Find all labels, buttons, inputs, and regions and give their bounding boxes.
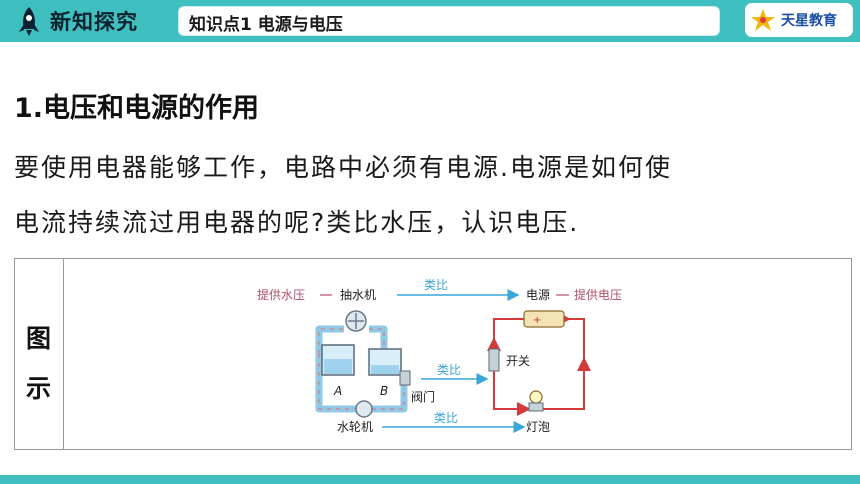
header-bar: 新知探究 知识点1 电源与电压 天星教育	[0, 0, 860, 42]
topic-tag-label: 知识点1 电源与电压	[189, 15, 343, 35]
footer-bar	[0, 475, 860, 484]
valve	[399, 370, 411, 386]
label-analogy-top: 类比	[424, 278, 448, 292]
lamp	[529, 390, 543, 404]
topic-tag: 知识点1 电源与电压	[178, 6, 720, 36]
label-analogy-middle: 类比	[437, 363, 461, 377]
table-label-cell: 图 示	[15, 259, 64, 449]
section-heading: 1.电压和电源的作用	[14, 93, 260, 124]
table-label-char-2: 示	[26, 374, 52, 403]
battery	[523, 310, 565, 328]
label-a: A	[333, 384, 342, 398]
label-water-wheel: 水轮机	[337, 420, 373, 434]
water-circuit-analogy-diagram: 提供水压 抽水机 类比 电源 提供电压 A B 阀门	[257, 278, 622, 434]
label-b: B	[380, 384, 388, 398]
label-pump: 抽水机	[340, 288, 376, 302]
label-switch: 开关	[506, 354, 530, 368]
paragraph-line-2: 电流持续流过用电器的呢?类比水压，认识电压.	[14, 208, 580, 237]
label-analogy-bottom: 类比	[434, 411, 458, 425]
section-title: 新知探究	[50, 10, 138, 34]
paragraph-line-1: 要使用电器能够工作，电路中必须有电源.电源是如何使	[14, 153, 672, 182]
brand-name: 天星教育	[781, 13, 837, 29]
label-provide-water-pressure: 提供水压	[257, 287, 305, 302]
figure-cell: 提供水压 抽水机 类比 电源 提供电压 A B 阀门	[64, 259, 851, 449]
table-label-char-1: 图	[26, 324, 52, 353]
water-pipe-inner	[318, 328, 405, 410]
rocket-icon	[19, 7, 39, 36]
label-power-source: 电源	[526, 288, 550, 302]
svg-text:+: +	[533, 315, 541, 326]
switch	[488, 348, 500, 372]
water-wheel	[355, 400, 373, 418]
label-provide-voltage: 提供电压	[574, 287, 622, 302]
label-valve: 阀门	[411, 389, 435, 404]
brand-logo	[745, 3, 853, 37]
label-lamp: 灯泡	[526, 420, 550, 434]
illustration-table: 图 示 提供水压 抽水机 类比 电源 提供电压	[14, 258, 852, 450]
